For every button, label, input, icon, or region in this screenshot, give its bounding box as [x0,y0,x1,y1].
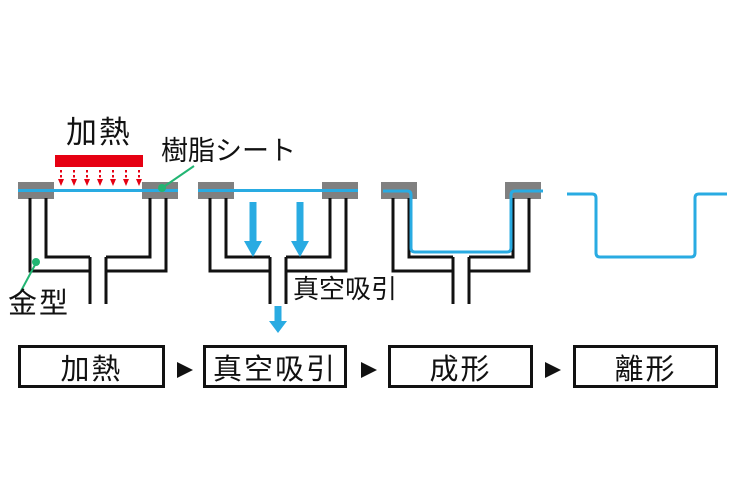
suction-down-arrow-icon [291,202,309,257]
stage-2-vacuum-suction [196,180,360,333]
resin-sheet-leader-icon [158,165,195,192]
mold-cross-section [379,180,543,306]
flow-step-forming: 成形 [388,345,533,388]
resin-sheet-label: 樹脂シート [161,136,296,167]
flow-step-release: 離形 [573,345,718,388]
released-formed-part [567,192,727,259]
vacuum-suction-label: 真空吸引 [293,275,398,305]
heating-label: 加熱 [66,115,132,151]
heater-bar-icon [55,155,143,167]
mold-label: 金型 [8,286,71,320]
stage-1-heating [16,155,195,306]
suction-down-arrow-icon [244,202,262,257]
flow-step-vacuum: 真空吸引 [203,345,347,388]
flow-arrow-icon [361,362,377,378]
flow-step-heating: 加熱 [18,345,165,388]
mold-leader-icon [20,258,40,292]
stage-3-forming [379,180,543,306]
heat-rays-icon [58,170,142,186]
resin-sheet-formed [383,189,543,254]
stage-4-release [567,192,727,259]
flow-arrow-icon [177,362,193,378]
flow-arrow-icon [545,362,561,378]
vacuum-outlet-arrow-icon [269,306,287,333]
